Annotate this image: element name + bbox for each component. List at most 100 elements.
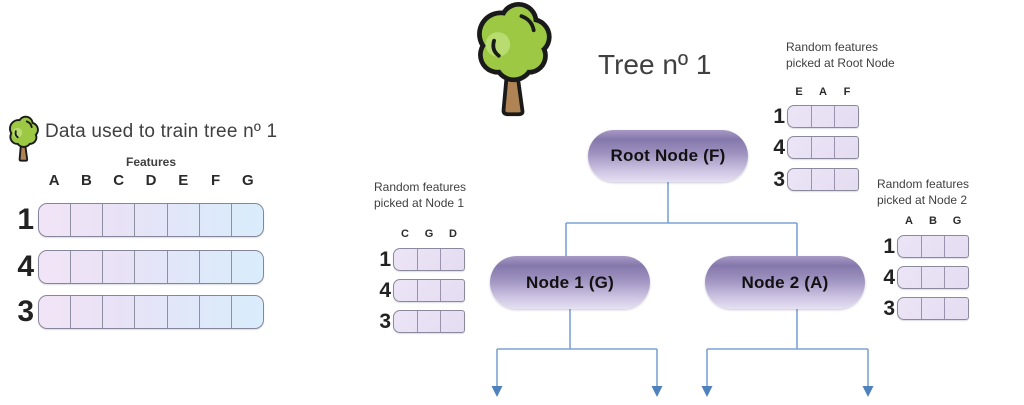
mini-row-bar [897,235,969,258]
mini-row: 1 [767,105,859,128]
mini-row-bar [897,297,969,320]
feature-cell [898,298,922,319]
feature-cell [71,204,104,236]
column-header: F [210,172,221,189]
feature-cell [441,311,464,332]
mini-row-label: 3 [379,310,391,333]
feature-cell [835,137,858,158]
mini-row-bar [787,168,859,191]
tree-title: Tree nº 1 [598,49,712,80]
column-header: A [48,172,60,189]
row-label: 3 [17,295,34,328]
feature-cell [103,251,136,283]
root-mini-headers: E A F [787,86,859,98]
mini-row-bar [787,105,859,128]
feature-cell [418,249,442,270]
feature-cell [168,296,200,328]
feature-cell [418,280,442,301]
mini-column-header: C [401,228,409,240]
feature-cell [135,296,168,328]
feature-cell [135,204,168,236]
feature-cell [945,298,968,319]
mini-row: 4 [767,136,859,159]
arrow-down-icon [651,386,663,397]
node2-mini-headers: A B G [897,215,969,227]
feature-cell [812,169,836,190]
node1-mini-headers: C G D [393,228,465,240]
caption-line: picked at Node 1 [374,196,465,211]
mini-row: 1 [877,235,969,258]
mini-column-header: A [905,215,913,227]
mini-row-label: 4 [773,136,785,159]
mini-row-bar [393,279,465,302]
mini-row: 1 [373,248,465,271]
feature-cell [394,280,418,301]
data-row-bar [38,203,264,237]
feature-cell [418,311,442,332]
feature-cell [232,296,263,328]
feature-column-headers: A B C D E F G [38,172,264,189]
left-panel-title: Data used to train tree nº 1 [45,121,278,142]
mini-row: 4 [373,279,465,302]
features-label: Features [125,155,177,169]
data-row: 3 [8,295,264,329]
root-node-label: Root Node (F) [610,146,726,165]
mini-column-header: A [819,86,827,98]
mini-row: 3 [373,310,465,333]
node-1: Node 1 (G) [490,256,650,309]
arrow-down-icon [491,386,503,397]
mini-column-header: G [952,215,962,227]
feature-cell [168,204,200,236]
feature-cell [788,169,812,190]
node-2-label: Node 2 (A) [741,272,829,292]
tree-icon [477,1,552,117]
feature-cell [39,296,72,328]
feature-cell [441,280,464,301]
feature-cell [788,106,812,127]
mini-row-label: 4 [883,266,895,289]
caption-line: picked at Root Node [786,56,895,71]
feature-cell [394,249,418,270]
feature-cell [39,204,72,236]
feature-cell [922,298,946,319]
feature-cell [441,249,464,270]
feature-cell [898,267,922,288]
feature-cell [103,296,136,328]
feature-cell [168,251,200,283]
mini-column-header: D [449,228,457,240]
root-features-caption: Random features picked at Root Node [786,39,895,71]
node-2: Node 2 (A) [705,256,865,309]
mini-column-header: F [843,86,851,98]
node-1-label: Node 1 (G) [526,272,614,292]
feature-cell [945,236,968,257]
caption-line: Random features [786,40,879,54]
feature-cell [922,267,946,288]
data-row-bar [38,250,264,284]
mini-row: 3 [767,168,859,191]
feature-cell [945,267,968,288]
data-row: 4 [8,250,264,284]
feature-cell [71,251,104,283]
mini-row-bar [393,248,465,271]
feature-cell [103,204,136,236]
small-tree-icon [9,115,39,162]
column-header: E [178,172,189,189]
column-header: C [113,172,125,189]
feature-cell [232,251,263,283]
feature-cell [812,137,836,158]
feature-cell [71,296,104,328]
feature-cell [835,169,858,190]
arrow-down-icon [701,386,713,397]
mini-row-bar [897,266,969,289]
mini-row-label: 1 [379,248,391,271]
data-row-bar [38,295,264,329]
mini-row: 4 [877,266,969,289]
mini-column-header: G [424,228,434,240]
mini-row-label: 4 [379,279,391,302]
mini-column-header: B [929,215,937,227]
data-row: 1 [8,203,264,237]
node1-features-caption: Random features picked at Node 1 [374,179,466,211]
row-label: 4 [17,250,34,283]
mini-row-label: 1 [773,105,785,128]
